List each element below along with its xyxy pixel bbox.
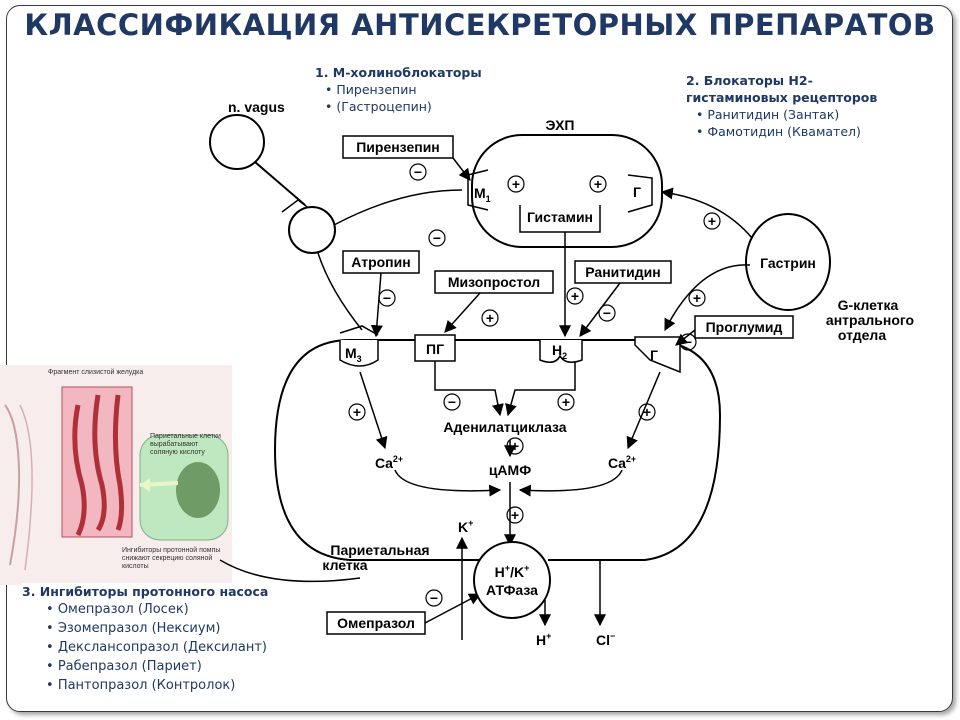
ca-right-label: Ca2+ <box>608 454 636 471</box>
group-h2-item: Фамотидин (Квамател) <box>696 123 877 140</box>
plus-sign-5: + <box>571 288 579 304</box>
group-h2-item: Ранитидин (Зантак) <box>696 106 877 123</box>
atropine-box: Атропин <box>351 254 410 270</box>
h2-label: H2 <box>552 342 567 361</box>
cl-minus-label: Cl− <box>596 631 615 648</box>
minus-sign-7: − <box>430 590 438 606</box>
minus-sign-5: − <box>684 334 692 350</box>
stomach-illustration: Фрагмент слизистой желудка Париетальные … <box>0 365 232 585</box>
g-cell-label-3: отдела <box>838 327 886 343</box>
plus-sign-11: + <box>511 507 519 523</box>
plus-sign-2: + <box>594 176 602 192</box>
pump-label-1: H+/K+ <box>495 563 530 580</box>
group-ppi-item: Рабепразол (Париет) <box>46 657 268 676</box>
group-ppi-item: Пантопразол (Контролок) <box>46 676 268 695</box>
parietal-label-1: Париетальная <box>330 542 429 558</box>
histamine-label: Гистамин <box>527 209 593 225</box>
misoprostol-box: Мизопростол <box>448 274 540 290</box>
vagus-neuron <box>209 114 265 170</box>
g-cell-label-2: антрального <box>826 312 914 328</box>
plus-sign-10: + <box>511 438 519 454</box>
group-ppi-item: Декслансопразол (Дексилант) <box>46 638 268 657</box>
group-h2-heading-2: гистаминовых рецепторов <box>686 90 878 105</box>
gastrin-label: Гастрин <box>760 255 816 271</box>
group-m-item: (Гастроцепин) <box>325 98 482 115</box>
pg-receptor <box>414 334 456 362</box>
slide-title: КЛАССИФИКАЦИЯ АНТИСЕКРЕТОРНЫХ ПРЕПАРАТОВ <box>24 8 936 42</box>
group-h2-blockers: 2. Блокаторы Н2- гистаминовых рецепторов… <box>686 72 877 140</box>
pg-label: ПГ <box>426 341 444 357</box>
proton-pump <box>473 541 551 619</box>
h-plus-label: H+ <box>536 631 551 648</box>
plus-sign-4: + <box>486 310 494 326</box>
m3-label: M3 <box>345 345 362 364</box>
minus-sign-3: − <box>383 290 391 306</box>
group-m-heading: 1. М-холиноблокаторы <box>315 65 482 80</box>
group-ppi-item: Омепразол (Лосек) <box>46 600 268 619</box>
sign-markers <box>348 163 721 607</box>
adenylate-cyclase-label: Аденилатциклаза <box>443 419 566 435</box>
photo-caption-cells: Париетальные клетки вырабатывают соляную… <box>150 433 221 456</box>
g-receptor-label: Г <box>650 347 658 363</box>
group-ppi-item: Эзомепразол (Нексиум) <box>46 619 268 638</box>
ecl-label: ЭХП <box>545 117 574 133</box>
photo-caption-bottom: Ингибиторы протонной помпы снижают секре… <box>122 547 221 570</box>
g-cell-label-1: G-клетка <box>838 297 899 313</box>
ganglion <box>288 206 336 254</box>
stomach-drawing <box>0 365 232 585</box>
group-m-cholinoblockers: 1. М-холиноблокаторы Пирензепин (Гастроц… <box>315 64 482 115</box>
m1-label: M1 <box>474 185 491 204</box>
minus-sign-2: − <box>433 230 441 246</box>
minus-sign-4: − <box>603 305 611 321</box>
group-h2-heading-1: 2. Блокаторы Н2- <box>686 73 813 88</box>
group-m-item: Пирензепин <box>325 81 482 98</box>
k-plus-label: K+ <box>458 518 473 535</box>
photo-caption-top: Фрагмент слизистой желудка <box>48 369 144 376</box>
minus-sign-1: − <box>414 164 422 180</box>
slide-frame <box>6 5 953 712</box>
omeprazole-box: Омепразол <box>337 615 415 631</box>
pirenzepine-box: Пирензепин <box>356 139 440 155</box>
plus-sign-1: + <box>512 176 520 192</box>
plus-sign-6: + <box>693 290 701 306</box>
plus-sign-3: + <box>708 213 716 229</box>
plus-sign-7: + <box>562 394 570 410</box>
g-ecl-label: Г <box>633 184 641 200</box>
g-cell <box>745 213 831 311</box>
plus-sign-9: + <box>643 404 651 420</box>
ca-left-label: Ca2+ <box>375 454 403 471</box>
camp-label: цАМФ <box>489 462 531 478</box>
vagus-label: n. vagus <box>228 99 285 115</box>
minus-sign-6: − <box>448 394 456 410</box>
parietal-cell-outline <box>273 339 722 561</box>
ranitidine-box: Ранитидин <box>585 264 660 280</box>
plus-sign-8: + <box>353 404 361 420</box>
pump-label-2: АТФаза <box>486 582 538 598</box>
proglumide-box: Проглумид <box>706 319 783 335</box>
parietal-label-2: клетка <box>322 557 367 573</box>
group-ppi-heading: 3. Ингибиторы протонного насоса <box>22 584 269 599</box>
group-ppi: 3. Ингибиторы протонного насоса Омепразо… <box>22 583 269 695</box>
